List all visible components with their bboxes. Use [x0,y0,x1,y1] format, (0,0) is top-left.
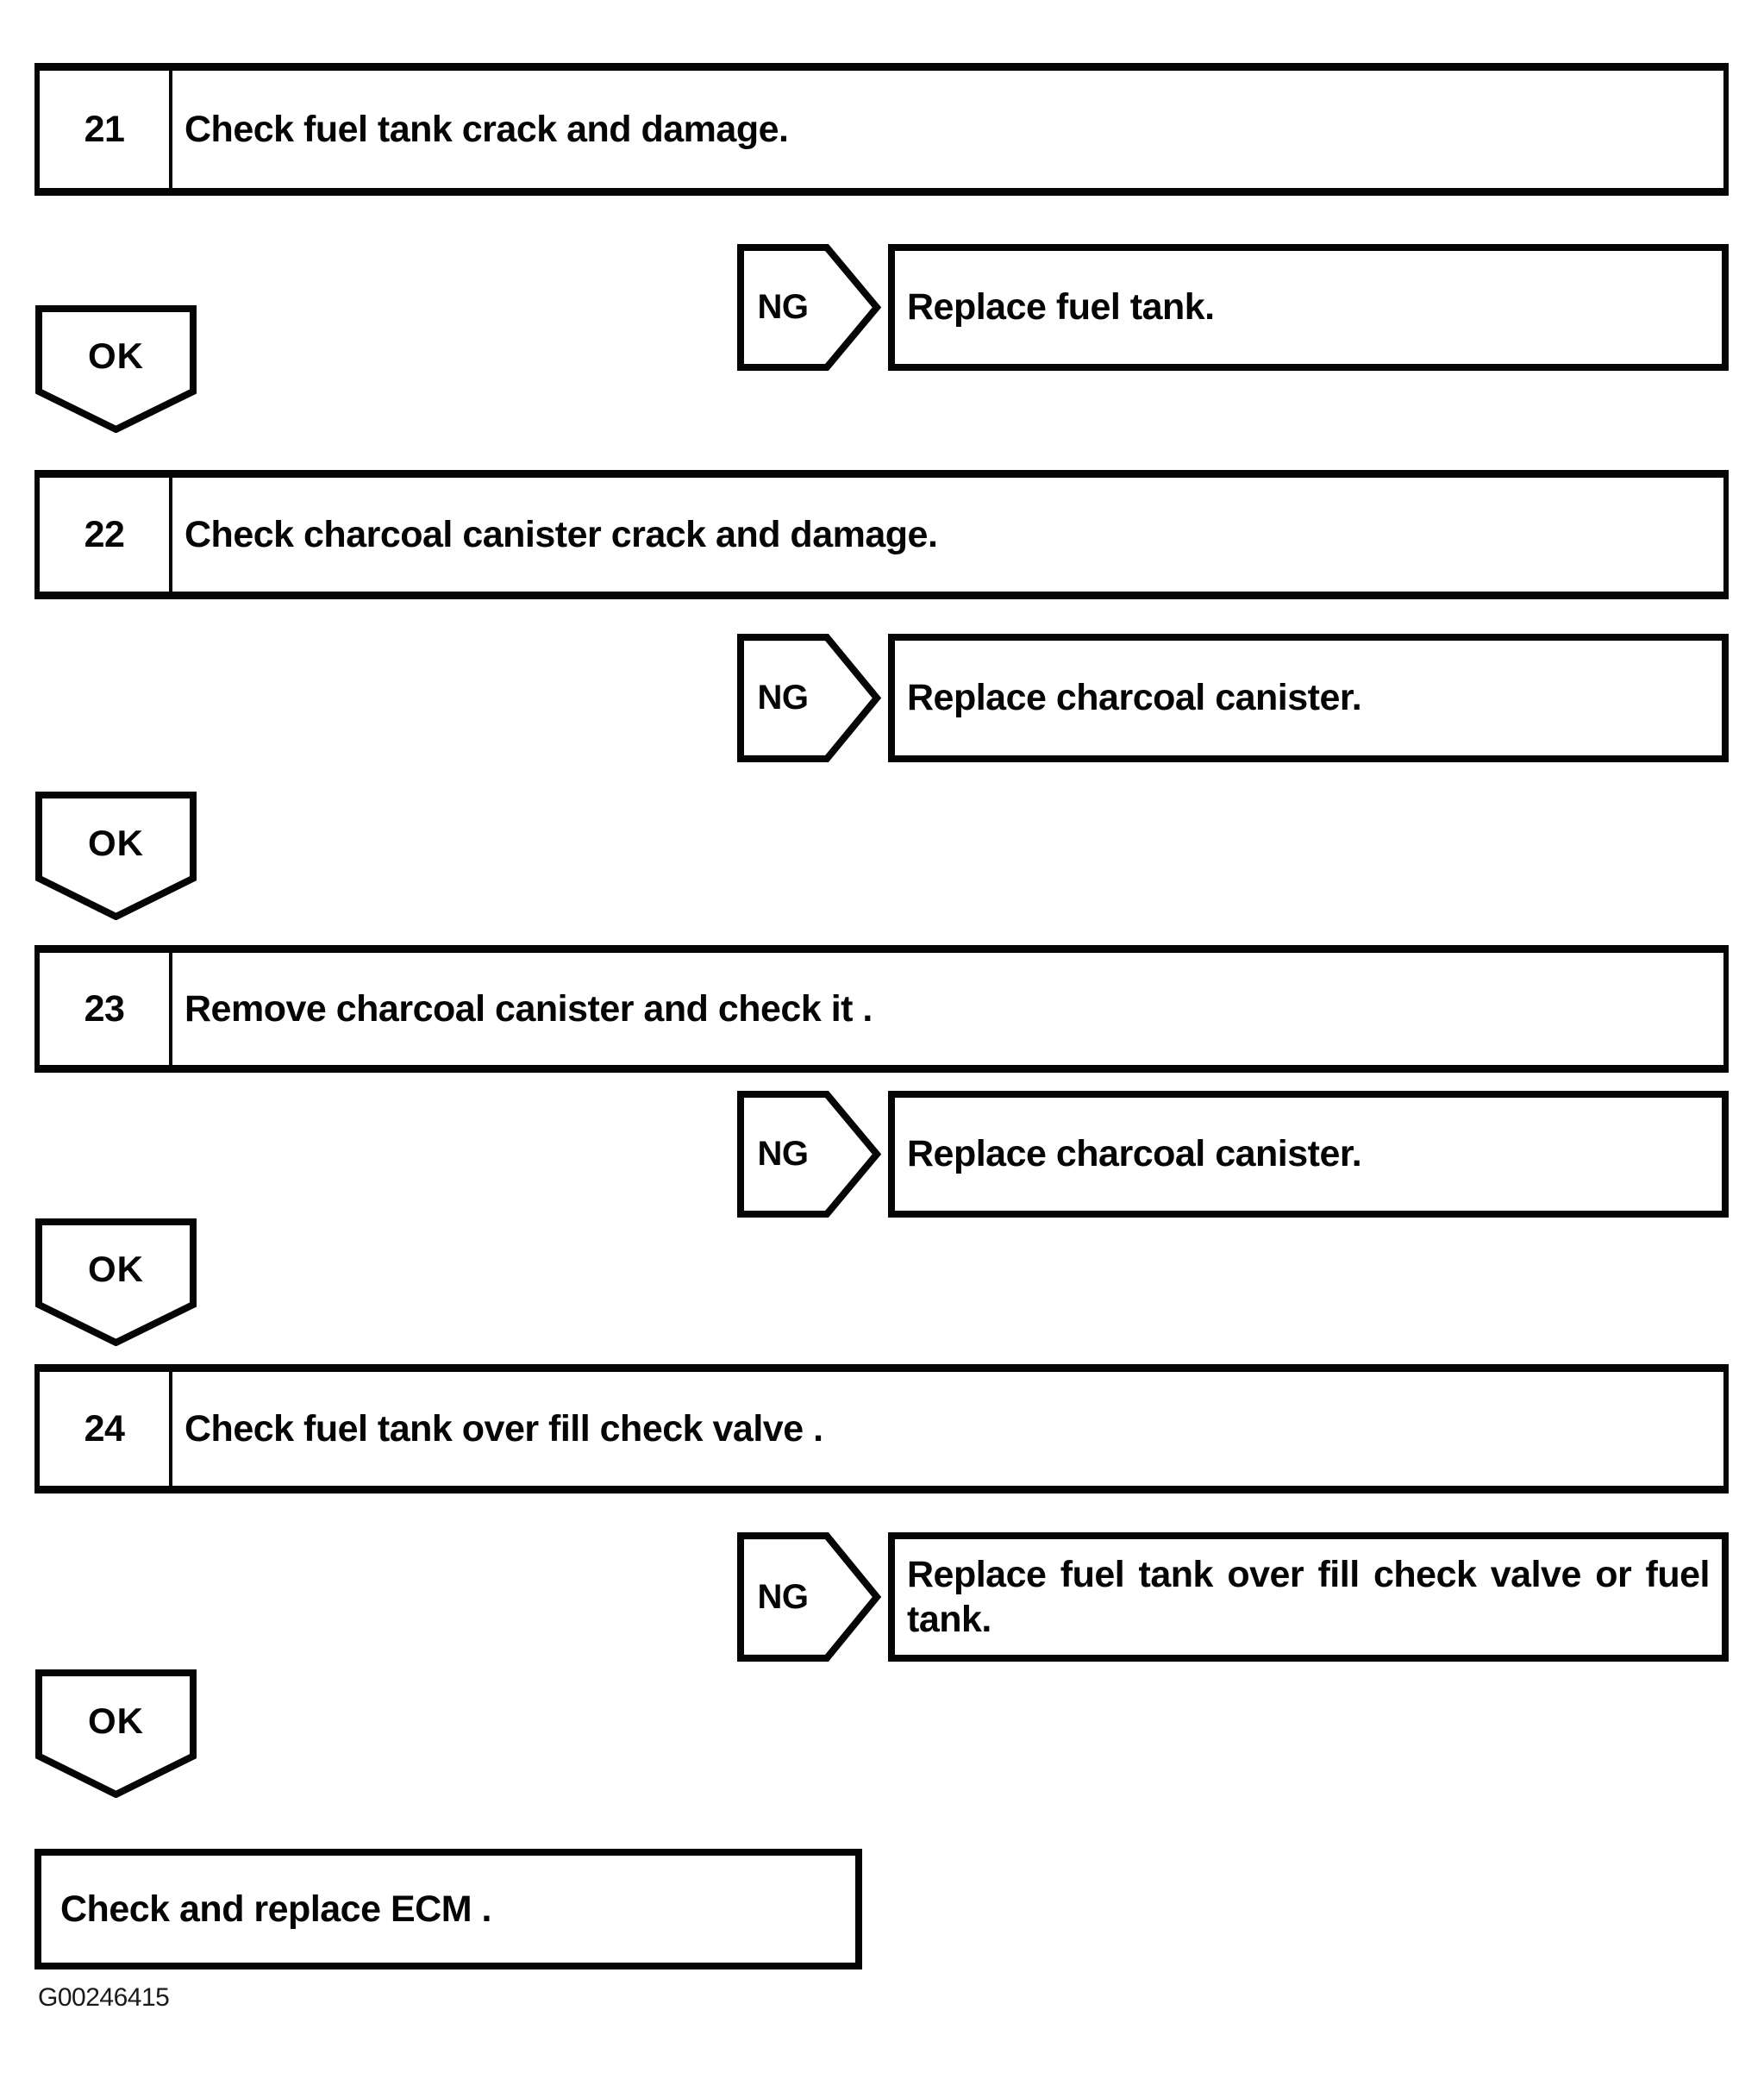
ng-action-box: Replace fuel tank over fill check valve … [888,1532,1729,1662]
ng-label: NG [757,679,810,717]
ng-action-text: Replace fuel tank. [907,286,1215,329]
ng-arrow-shape [737,1532,882,1662]
ng-action-text: Replace charcoal canister. [907,677,1362,719]
ng-pentagon-icon [737,1532,882,1662]
step-number: 24 [40,1372,172,1486]
ok-pentagon-icon [35,1669,197,1798]
step-instruction: Check charcoal canister crack and damage… [185,513,938,555]
step-instruction: Check fuel tank crack and damage. [185,108,789,150]
ng-label: NG [757,1135,810,1173]
ok-label: OK [88,1700,144,1741]
step-instruction: Remove charcoal canister and check it . [185,987,873,1030]
ng-action-text: Replace fuel tank over fill check valve … [907,1553,1711,1640]
ok-pentagon-icon [35,792,197,920]
figure-code: G00246415 [38,1983,170,2012]
ng-pentagon-icon [737,634,882,762]
terminal-box: Check and replace ECM . [34,1849,862,1969]
step-instruction: Check fuel tank over fill check valve . [185,1407,823,1450]
step-number: 21 [40,71,172,188]
ng-arrow-shape [737,244,882,371]
ok-label: OK [88,1249,144,1289]
step-box: 22 Check charcoal canister crack and dam… [34,470,1729,599]
ok-arrow-shape [35,1669,197,1798]
step-box: 23 Remove charcoal canister and check it… [34,945,1729,1073]
ok-arrow-shape [35,792,197,920]
terminal-text: Check and replace ECM . [60,1888,491,1930]
ng-arrow-shape [737,634,882,762]
ok-arrow-shape [35,305,197,433]
ng-action-box: Replace charcoal canister. [888,634,1729,762]
ng-label: NG [757,1577,810,1616]
ng-action-text: Replace charcoal canister. [907,1133,1362,1175]
ng-pentagon-icon [737,244,882,371]
ok-arrow-shape [35,1218,197,1346]
ok-label: OK [88,822,144,863]
ng-arrow-shape [737,1091,882,1218]
step-number: 23 [40,953,172,1065]
ng-action-box: Replace charcoal canister. [888,1091,1729,1218]
ng-action-box: Replace fuel tank. [888,244,1729,371]
ok-pentagon-icon [35,1218,197,1346]
ok-label: OK [88,335,144,376]
ok-pentagon-icon [35,305,197,433]
ng-label: NG [757,288,810,326]
step-box: 24 Check fuel tank over fill check valve… [34,1364,1729,1493]
ng-pentagon-icon [737,1091,882,1218]
step-number: 22 [40,478,172,592]
step-box: 21 Check fuel tank crack and damage. [34,63,1729,196]
